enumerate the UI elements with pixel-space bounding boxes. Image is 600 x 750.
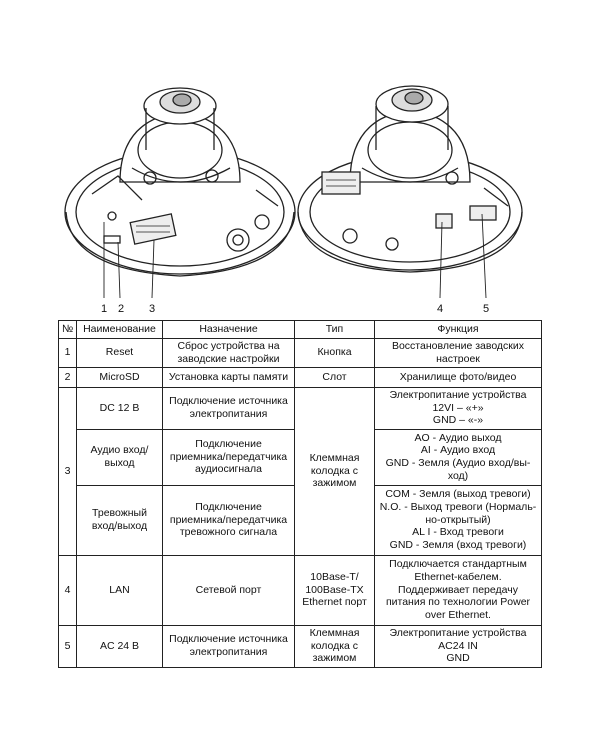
function-line: Электропитание устройства [389, 388, 527, 401]
cell-type: Слот [294, 366, 375, 388]
function-line: COM - Земля (выход тревоги) [385, 488, 531, 501]
cell-purpose: Подключение приемника/передатчика тревож… [162, 484, 295, 556]
function-line: AI - Аудио вход [420, 444, 496, 457]
function-line: Поддерживает передачу [398, 583, 518, 596]
table-header-row: № Наименование Назначение Тип Функция [58, 320, 542, 339]
cell-name: Тревожный вход/выход [76, 484, 163, 556]
header-type: Тип [294, 320, 375, 339]
cell-name: AC 24 В [76, 624, 163, 668]
cell-num: 1 [58, 338, 77, 368]
table-row: 5 AC 24 В Подключение источника электроп… [58, 624, 542, 668]
table-row: 2 MicroSD Установка карты памяти Слот Хр… [58, 366, 542, 388]
table-row: 3 DC 12 В Подключение источника электроп… [58, 386, 542, 556]
cell-purpose: Сетевой порт [162, 554, 295, 626]
function-line: но-открытый) [425, 513, 491, 526]
function-line: GND [446, 652, 470, 665]
callout-lines [103, 213, 487, 299]
header-function: Функция [374, 320, 542, 339]
cell-num: 3 [58, 386, 77, 556]
cell-purpose: Сброс устройства на заводские настройки [162, 338, 295, 368]
table-row: 4 LAN Сетевой порт 10Base-T/ 100Base-TX … [58, 554, 542, 626]
function-line: питания по технологии Power [385, 596, 531, 609]
table-row: 1 Reset Сброс устройства на заводские на… [58, 338, 542, 368]
cell-function: COM - Земля (выход тревоги)N.O. - Выход … [374, 484, 542, 556]
cell-type: Кнопка [294, 338, 375, 368]
function-line: 12VI – «+» [432, 401, 484, 414]
cell-num: 5 [58, 624, 77, 668]
function-line: AL I - Вход тревоги [412, 526, 504, 539]
cell-num: 4 [58, 554, 77, 626]
header-name: Наименование [76, 320, 163, 339]
function-line: over Ethernet. [425, 609, 491, 622]
connectors-table: № Наименование Назначение Тип Функция 1 … [58, 320, 542, 668]
cell-purpose: Установка карты памяти [162, 366, 295, 388]
function-line: GND - Земля (вход тревоги) [389, 539, 527, 552]
function-line: настроек [436, 352, 480, 365]
callout-5: 5 [483, 303, 489, 315]
cell-name: Аудио вход/выход [76, 428, 163, 486]
cell-type: 10Base-T/ 100Base-TX Ethernet порт [294, 554, 375, 626]
right-camera-drawing [297, 85, 523, 273]
function-line: GND – «-» [432, 414, 484, 427]
callout-4: 4 [437, 303, 443, 315]
function-line: AC24 IN [438, 639, 478, 652]
cell-purpose: Подключение приемника/передатчика аудиос… [162, 428, 295, 486]
camera-illustration: 1 2 3 4 5 [64, 85, 523, 315]
cell-name: MicroSD [76, 366, 163, 388]
callout-2: 2 [118, 303, 124, 315]
cell-type: Клеммная колодка с зажимом [294, 624, 375, 668]
function-line: Электропитание устройства [389, 626, 527, 639]
function-line: N.O. - Выход тревоги (Нормаль- [379, 500, 537, 513]
cell-name: LAN [76, 554, 163, 626]
cell-name: DC 12 В [76, 386, 163, 430]
cell-purpose: Подключение источника электропитания [162, 386, 295, 430]
cell-name: Reset [76, 338, 163, 368]
function-line: GND - Земля (Аудио вход/вы- [385, 457, 531, 470]
cell-num: 2 [58, 366, 77, 388]
callout-3: 3 [149, 303, 155, 315]
left-camera-drawing [64, 87, 296, 277]
cell-purpose: Подключение источника электропитания [162, 624, 295, 668]
callout-1: 1 [101, 303, 107, 315]
header-num: № [58, 320, 77, 339]
header-purpose: Назначение [162, 320, 295, 339]
function-line: Хранилище фото/видео [399, 370, 517, 383]
function-line: Восстановление заводских [391, 340, 525, 352]
function-line: ход) [447, 469, 469, 482]
cell-function: Хранилище фото/видео [374, 366, 542, 388]
table-row: Тревожный вход/выход Подключение приемни… [59, 484, 542, 556]
function-line: Подключается стандартным [389, 558, 527, 571]
function-line: AO - Аудио выход [414, 431, 502, 444]
function-line: Ethernet-кабелем. [414, 570, 502, 583]
cell-type: Клеммная колодка с зажимом [294, 386, 375, 556]
